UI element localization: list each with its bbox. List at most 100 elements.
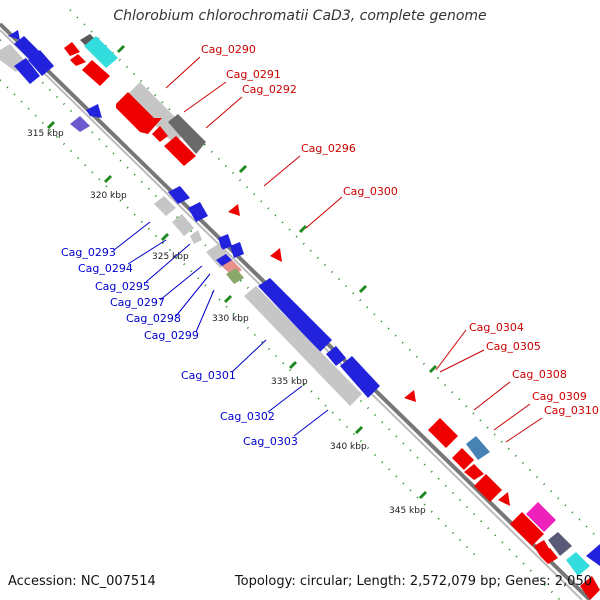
gene-arrow [14,58,40,84]
gene-arrow [474,474,502,502]
gene-arrow [228,204,240,216]
gene-arrow [116,92,162,134]
gene-label[interactable]: Cag_0299 [144,329,199,342]
tick [418,490,428,500]
gene-label[interactable]: Cag_0291 [226,68,281,81]
gene-arrow [28,50,54,76]
gene-arrow [566,552,590,576]
callout-line [145,243,191,283]
gene-label[interactable]: Cag_0300 [343,185,398,198]
gene-label[interactable]: Cag_0298 [126,312,181,325]
gene-label[interactable]: Cag_0302 [220,410,275,423]
far-forward-dots [69,9,600,541]
gene-arrow [452,448,474,470]
guide-tracks [0,9,600,600]
gene-label[interactable]: Cag_0297 [110,296,165,309]
forward-genes [64,34,600,600]
gene-arrow [586,544,600,566]
gene-arrow [164,136,196,166]
gene-arrow [498,492,510,506]
gene-arrow [70,54,86,66]
callout-line [195,289,215,333]
gene-label[interactable]: Cag_0305 [486,340,541,353]
tick [238,164,248,174]
kbp-label: 340 kbp [330,442,367,452]
tick [46,120,56,130]
tick [354,425,364,435]
gene-label[interactable]: Cag_0292 [242,83,297,96]
gene-arrow [340,356,380,398]
gene-arrow [152,126,168,142]
gene-arrow [404,390,416,402]
kbp-label: 345 kbp [389,506,426,516]
tick [160,232,170,242]
gene-label[interactable]: Cag_0295 [95,280,150,293]
gene-arrow [428,418,458,448]
callout-line [165,56,201,89]
gene-arrow [86,104,102,118]
gene-label[interactable]: Cag_0301 [181,369,236,382]
callout-line [175,273,211,317]
tick [288,360,298,370]
gene-arrow [526,502,556,532]
kbp-labels: 315 kbp 320 kbp 325 kbp 330 kbp 335 kbp … [27,129,426,516]
gene-arrow [154,196,176,216]
tick [428,364,438,374]
kbp-label: 325 kbp [152,252,189,262]
gene-label[interactable]: Cag_0309 [532,390,587,403]
callout-line [505,417,543,443]
kbp-label: 330 kbp [212,314,249,324]
callout-line [293,409,329,437]
gene-arrow [326,346,346,366]
gene-label[interactable]: Cag_0308 [512,368,567,381]
callout-line [435,329,467,371]
genome-summary-text: Topology: circular; Length: 2,572,079 bp… [234,574,592,589]
callout-line [205,96,243,129]
gene-arrow [270,248,282,262]
gene-arrow [244,286,362,406]
reverse-genes [0,30,380,406]
callout-line [267,385,303,413]
tick [298,224,308,234]
callout-line [127,239,167,265]
gene-arrow [190,230,202,244]
callout-line [113,221,151,251]
gene-label[interactable]: Cag_0296 [301,142,356,155]
callout-lines [113,56,543,443]
callout-line [183,81,227,113]
gene-arrow [126,82,188,144]
tick [116,44,126,54]
gene-arrow [188,202,208,222]
callout-line [159,265,203,301]
gene-arrow [258,278,332,352]
gene-arrow [172,214,194,236]
gene-label[interactable]: Cag_0303 [243,435,298,448]
gene-label[interactable]: Cag_0294 [78,262,133,275]
gene-arrow [70,116,90,132]
tick [223,294,233,304]
gene-arrow [540,548,558,564]
forward-gene-labels: Cag_0290 Cag_0291 Cag_0292 Cag_0296 Cag_… [201,43,599,417]
gene-arrow [464,464,484,480]
callout-line [439,349,485,373]
tick-marks [46,44,438,500]
callout-line [473,381,511,411]
tick [358,284,368,294]
reverse-gene-labels: Cag_0293 Cag_0294 Cag_0295 Cag_0297 Cag_… [61,246,298,448]
accession-text: Accession: NC_007514 [8,574,156,589]
callout-line [493,403,531,431]
gene-arrow [84,36,118,68]
gene-label[interactable]: Cag_0304 [469,321,524,334]
gene-arrow [548,532,572,556]
gene-arrow [580,576,600,600]
gene-arrow [82,60,110,86]
gene-arrow [230,242,244,258]
kbp-label: 335 kbp [271,377,308,387]
tick [103,174,113,184]
callout-line [305,196,343,229]
gene-label[interactable]: Cag_0290 [201,43,256,56]
gene-label[interactable]: Cag_0310 [544,404,599,417]
gene-label[interactable]: Cag_0293 [61,246,116,259]
kbp-label: 315 kbp [27,129,64,139]
